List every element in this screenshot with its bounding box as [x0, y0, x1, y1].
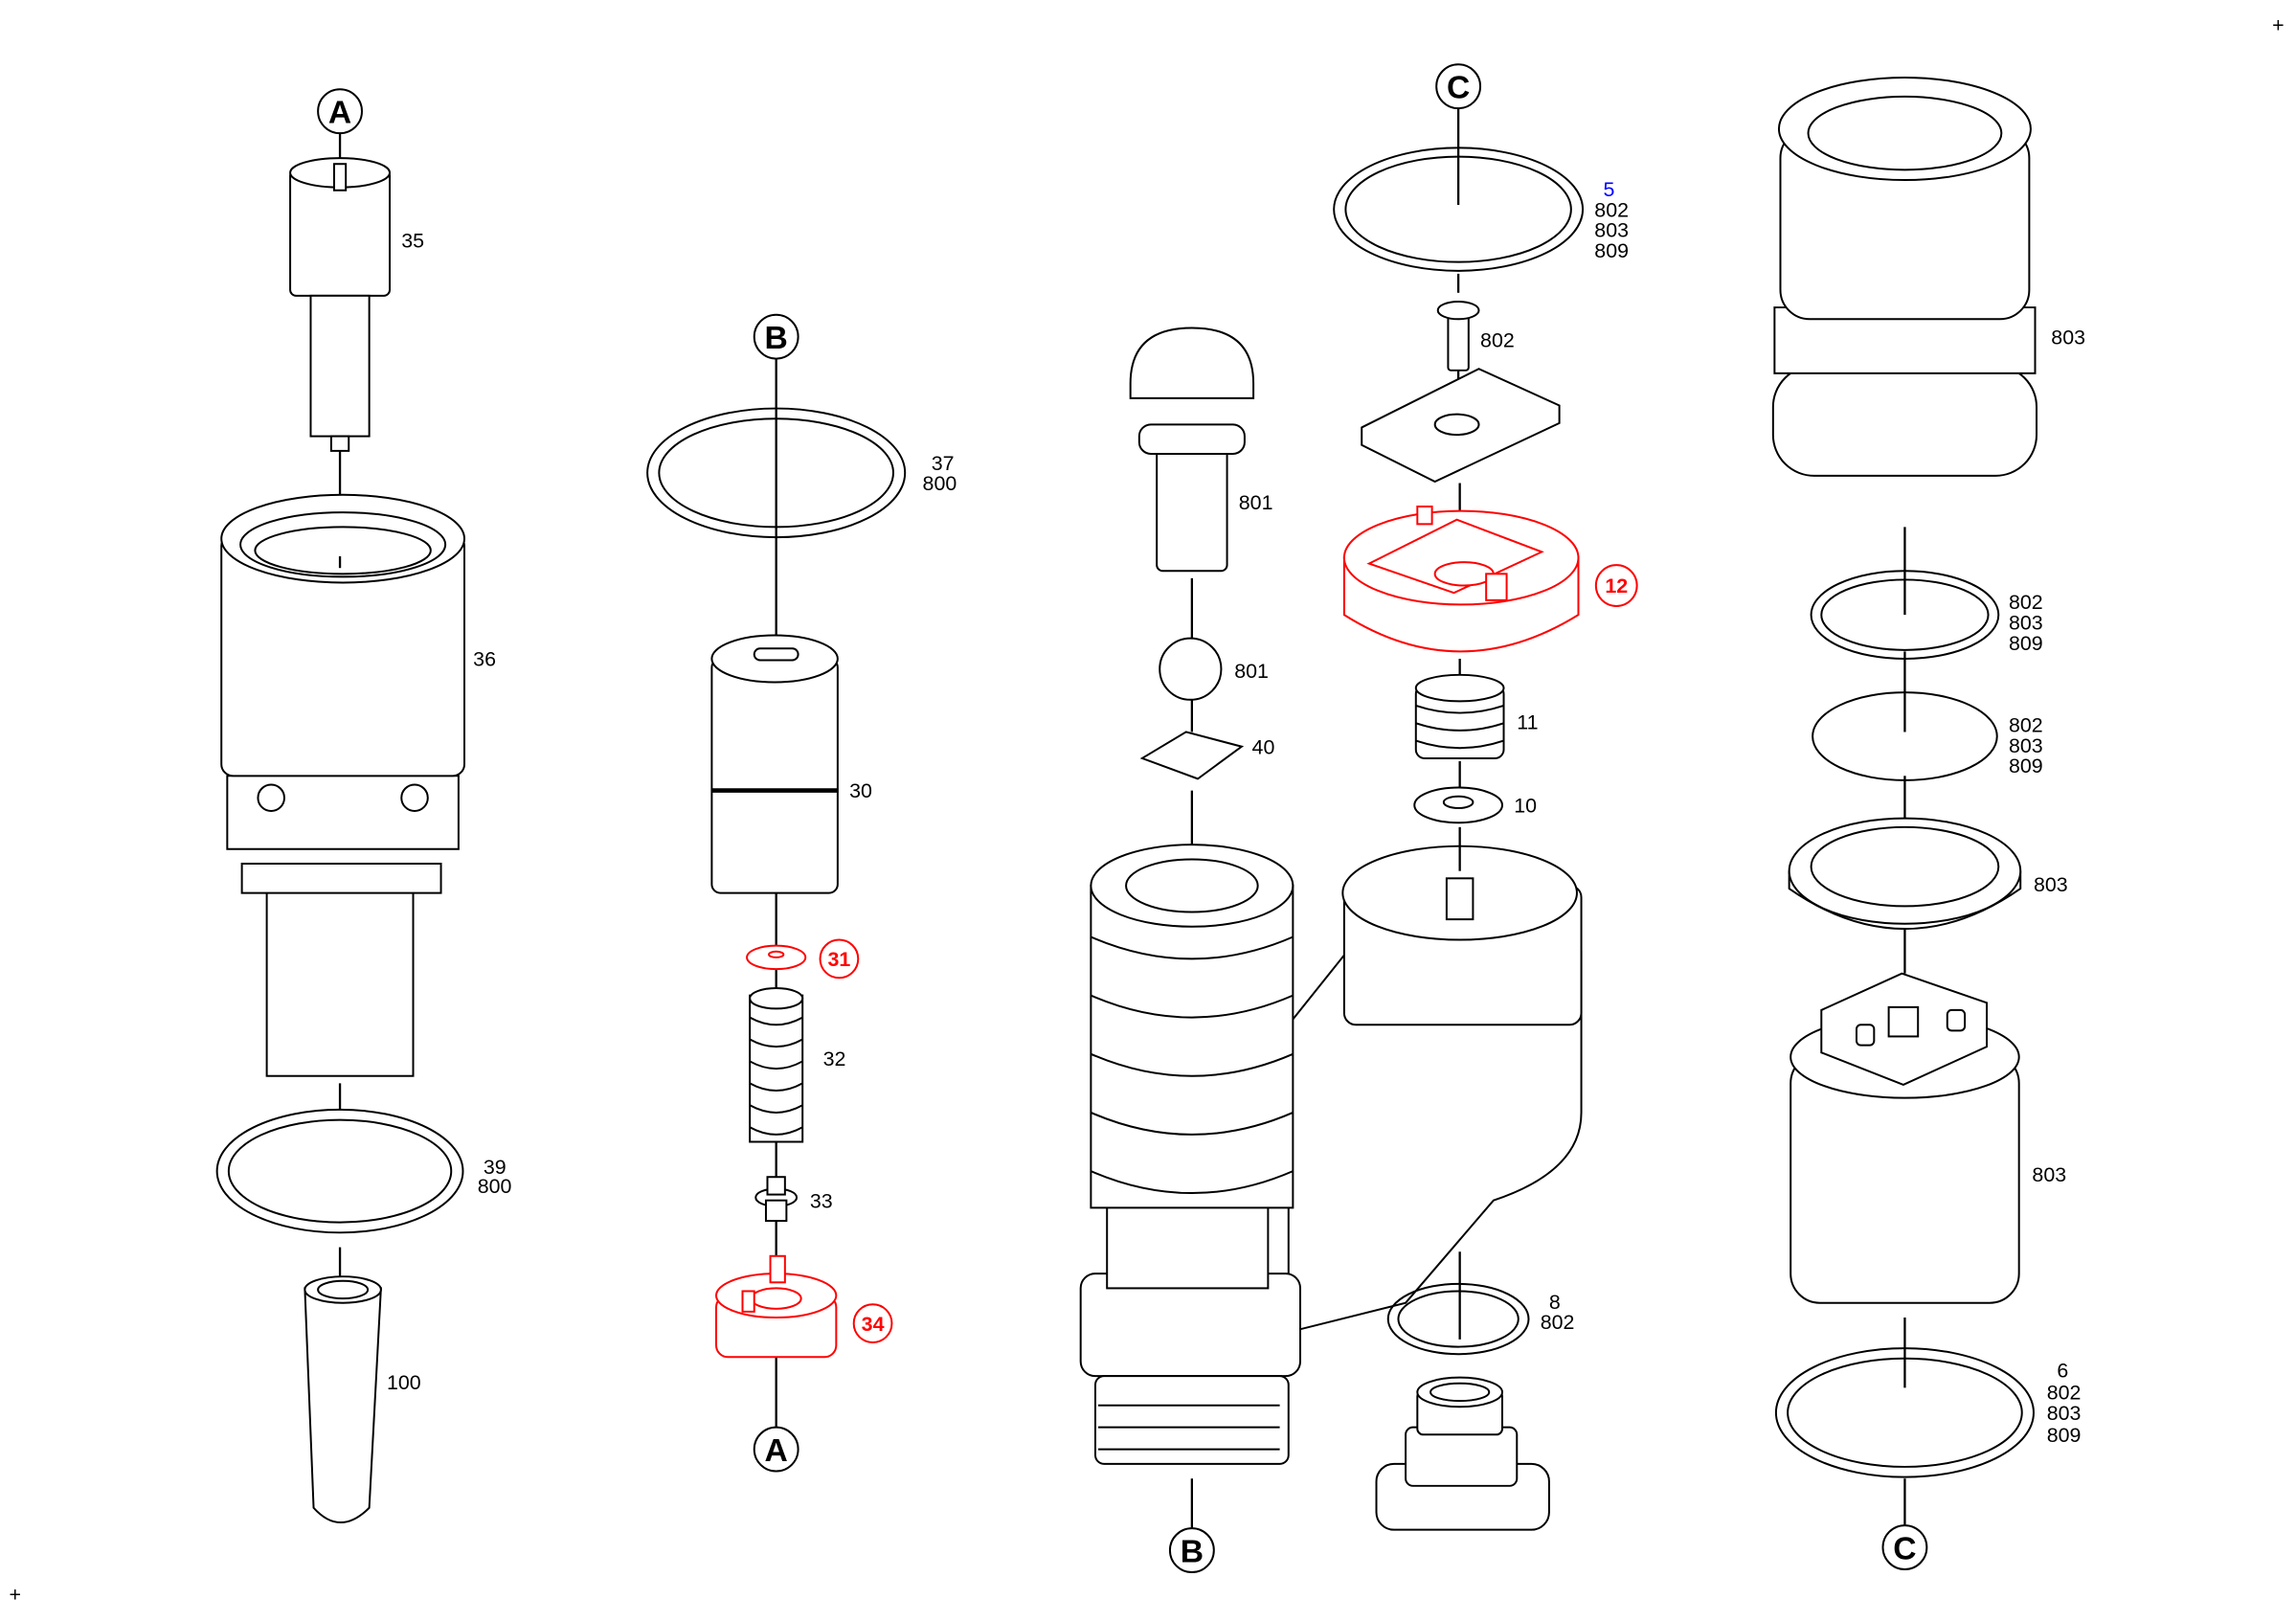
callout-34: 34 — [862, 1313, 885, 1336]
o-ring-r1 — [1810, 570, 2000, 660]
callout-809: 809 — [2047, 1424, 2082, 1447]
column-valve-group: C 5 802 803 809 802 12 11 — [1333, 63, 1638, 1531]
pin-33-part — [754, 1176, 799, 1223]
callout-803: 803 — [2009, 734, 2043, 757]
callout-802: 802 — [2009, 713, 2043, 736]
callout-40: 40 — [1252, 735, 1275, 758]
callout-10: 10 — [1514, 795, 1537, 818]
callout-100: 100 — [387, 1371, 421, 1394]
spring-32-part — [749, 987, 804, 1143]
callout-800: 800 — [923, 472, 957, 495]
spring-11-part — [1414, 673, 1505, 759]
column-body: 801 801 40 B — [1079, 327, 1583, 1574]
callout-803: 803 — [2032, 1163, 2066, 1186]
ring-r3-part — [1788, 817, 2022, 930]
column-valve: B 37 800 30 31 32 33 — [646, 313, 957, 1473]
column-nozzle: A 35 36 39 800 — [215, 88, 512, 1523]
intermediate-plate-part — [714, 1254, 838, 1359]
o-ring-5 — [1333, 146, 1585, 272]
ball-part — [1159, 637, 1223, 701]
sleeve-top-part — [1771, 77, 2038, 477]
connector-label: B — [765, 321, 788, 356]
connector-label: B — [1181, 1534, 1204, 1569]
callout-8: 8 — [1549, 1291, 1561, 1314]
callout-31: 31 — [828, 948, 851, 971]
plunger-part — [1129, 327, 1255, 573]
injector-body-part — [1079, 844, 1583, 1465]
callout-31-circle — [819, 938, 860, 980]
connector-label: A — [765, 1433, 788, 1469]
nozzle-nut-part — [220, 493, 466, 1077]
callout-5-link[interactable]: 5 — [1603, 178, 1614, 201]
connector-label: A — [328, 95, 351, 130]
o-ring-r2 — [1812, 691, 1998, 781]
callout-803: 803 — [2051, 326, 2085, 349]
callout-36: 36 — [473, 648, 496, 671]
connector-c-top — [1435, 63, 1482, 110]
callout-802: 802 — [2047, 1382, 2082, 1405]
connector-c-bottom — [1881, 1524, 1928, 1570]
callout-37: 37 — [932, 452, 955, 475]
callout-809: 809 — [2009, 632, 2043, 655]
callout-12-circle — [1594, 564, 1638, 607]
callout-803: 803 — [2009, 611, 2043, 634]
callout-803: 803 — [2034, 873, 2068, 896]
callout-32: 32 — [823, 1048, 846, 1070]
callout-809: 809 — [1594, 239, 1629, 262]
callout-802: 802 — [2009, 591, 2043, 614]
callout-809: 809 — [2009, 755, 2043, 777]
callout-802: 802 — [1480, 328, 1515, 351]
callout-802: 802 — [1594, 198, 1629, 221]
corner-marker: + — [10, 1584, 22, 1607]
o-ring-37 — [646, 407, 907, 539]
callout-801: 801 — [1234, 660, 1269, 683]
nozzle-part — [289, 157, 392, 452]
callout-6: 6 — [2057, 1360, 2068, 1383]
o-ring-6 — [1774, 1347, 2035, 1478]
solenoid-part — [1790, 972, 2020, 1304]
connector-label: C — [1893, 1531, 1916, 1566]
valve-plate-12-part — [1342, 505, 1580, 653]
callout-35: 35 — [401, 229, 424, 252]
column-housing: 803 802 803 809 802 803 809 803 803 6 80… — [1771, 77, 2085, 1570]
callout-802: 802 — [1541, 1311, 1575, 1334]
corner-marker: + — [2272, 14, 2285, 37]
callout-11: 11 — [1517, 710, 1538, 733]
callout-800: 800 — [478, 1175, 512, 1198]
callout-34-circle — [852, 1303, 893, 1343]
callout-12: 12 — [1605, 574, 1628, 597]
sleeve-part — [304, 1275, 382, 1523]
connector-b-bottom — [1168, 1527, 1215, 1574]
connector-a-top — [317, 88, 363, 135]
callout-803: 803 — [1594, 219, 1629, 242]
screw-part — [1436, 300, 1480, 372]
connector-label: C — [1447, 70, 1470, 105]
connector-a-bottom — [753, 1426, 799, 1473]
callout-801: 801 — [1239, 491, 1273, 514]
connector-b-top — [753, 313, 799, 360]
plug-part — [1375, 1376, 1550, 1531]
clip-part — [1139, 731, 1245, 780]
callout-39: 39 — [484, 1156, 506, 1179]
callout-803: 803 — [2047, 1402, 2082, 1425]
valve-body-part — [710, 634, 839, 894]
callout-30: 30 — [849, 779, 872, 802]
callout-33: 33 — [810, 1189, 833, 1212]
o-ring-8 — [1386, 1282, 1530, 1356]
